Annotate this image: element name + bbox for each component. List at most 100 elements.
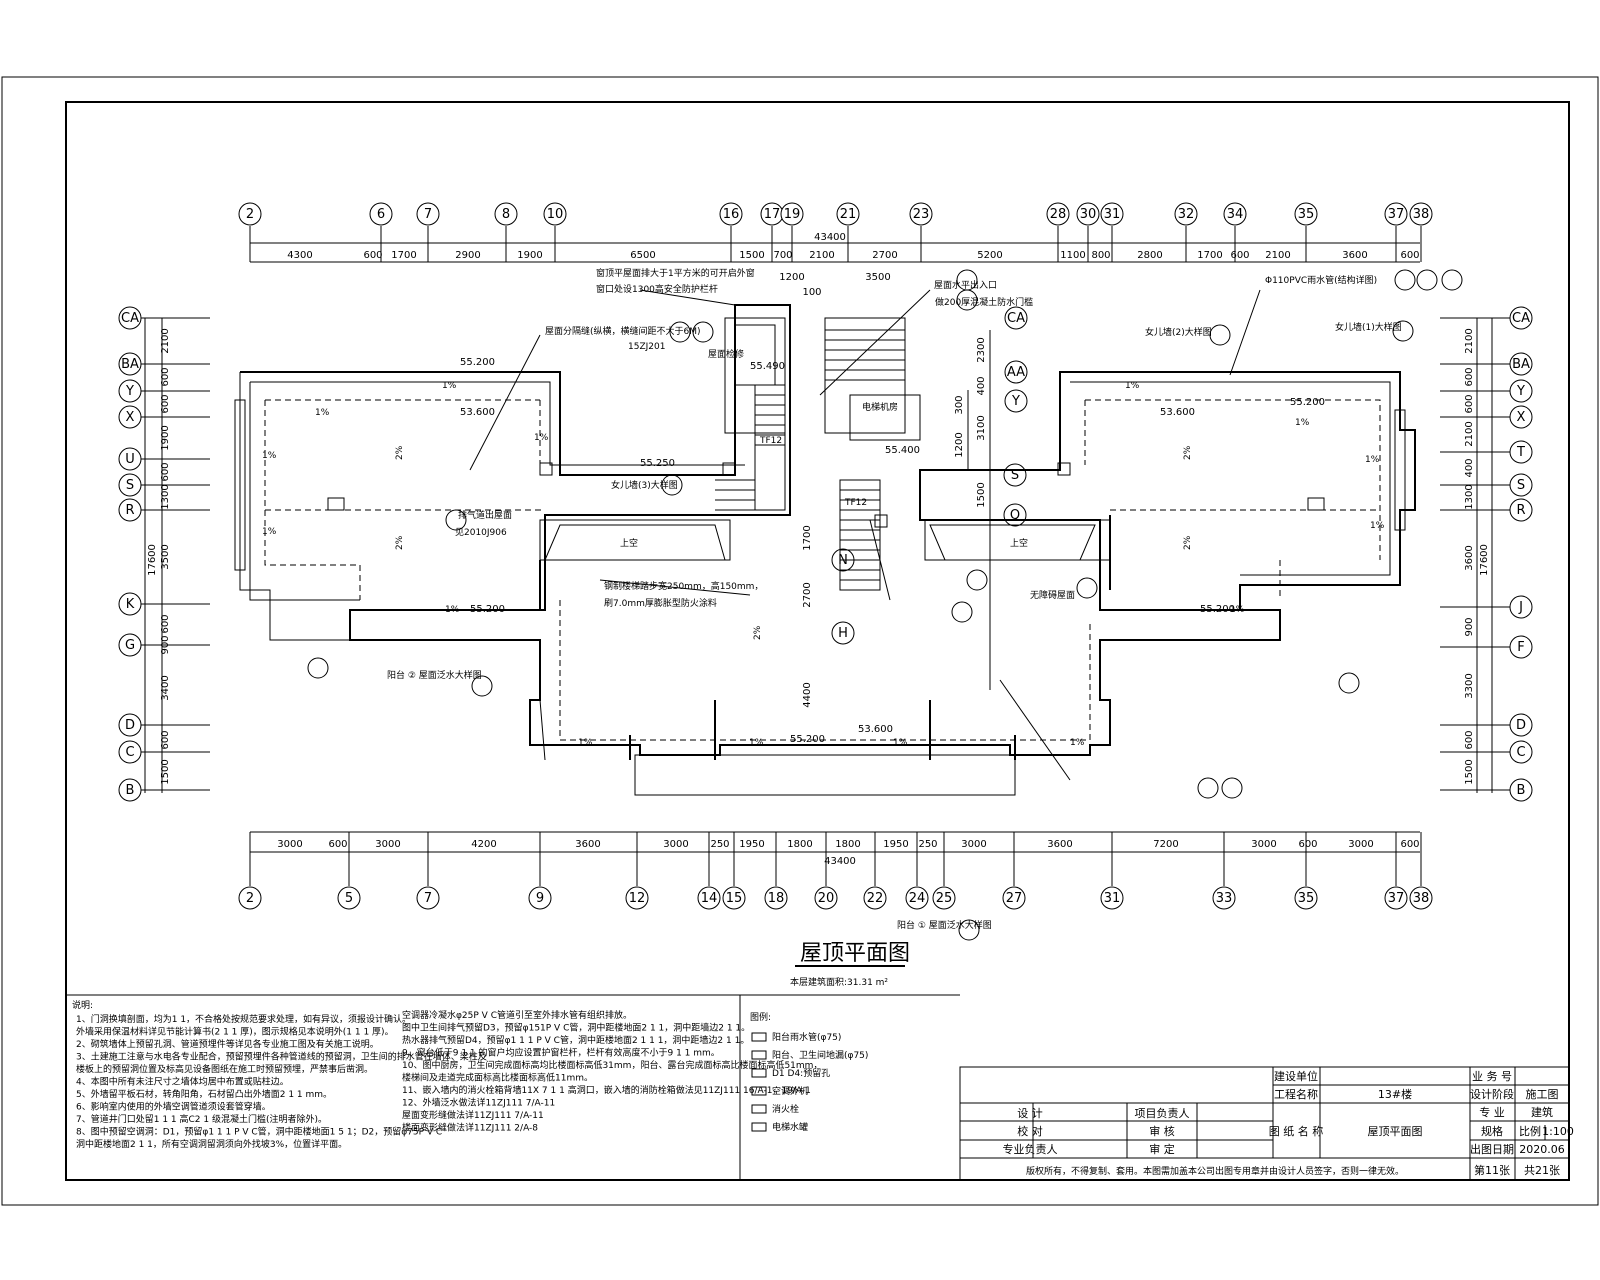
dim-bottom-2: 3000 xyxy=(375,839,400,850)
leader-line-0 xyxy=(469,334,541,471)
note-col2-3: 9、窗台低于9 1 1 的窗户均应设置护窗栏杆，栏杆有效高度不小于9 1 1 m… xyxy=(402,1047,720,1059)
dim-top-12: 800 xyxy=(1091,250,1110,261)
axis-bottom-33-label: 33 xyxy=(1216,891,1233,906)
annotation-1: 15ZJ201 xyxy=(628,342,665,352)
legend-swatch-0 xyxy=(751,1032,767,1042)
axis-bottom-5: 5 xyxy=(337,886,361,910)
axis-top-2-label: 2 xyxy=(246,207,254,222)
outer-frame xyxy=(1,76,1599,1206)
axis-mid-Y: Y xyxy=(1004,389,1028,413)
axis-bottom-12: 12 xyxy=(625,886,649,910)
axis-top-35-label: 35 xyxy=(1298,207,1315,222)
tb-proj-lead-label: 项目负责人 xyxy=(1135,1106,1190,1120)
axis-right-S-label: S xyxy=(1517,478,1525,493)
axis-right-X-label: X xyxy=(1517,410,1526,425)
elevation-5: 55.200 xyxy=(1290,397,1325,408)
axis-top-17: 17 xyxy=(760,202,784,226)
elevation-6: 55.200 xyxy=(1200,604,1235,615)
tb-copyright: 版权所有，不得复制、套用。本图需加盖本公司出图专用章并由设计人员签字，否则一律无… xyxy=(1026,1165,1404,1177)
axis-left-G-label: G xyxy=(125,638,135,653)
axis-top-21-label: 21 xyxy=(840,207,857,222)
dim-left-9: 3400 xyxy=(160,675,171,700)
axis-bottom-15-label: 15 xyxy=(726,891,743,906)
slope-11: 1% xyxy=(1365,455,1380,465)
elevation-labels: 55.20053.60055.25055.20053.60055.20055.2… xyxy=(460,357,1325,745)
annotation-18: 无障碍屋面 xyxy=(1030,589,1075,601)
axis-mid-AA: AA xyxy=(1004,360,1028,384)
annotation-0: 屋面分隔缝(纵横，横缝间距不大于6M) xyxy=(545,325,701,337)
axis-right-CA: CA xyxy=(1509,306,1533,330)
tb-date-label: 出图日期 xyxy=(1470,1142,1514,1156)
axis-left-R-label: R xyxy=(125,503,134,518)
axis-right-R-label: R xyxy=(1516,503,1525,518)
axis-top-10: 10 xyxy=(543,202,567,226)
axis-bottom-12-label: 12 xyxy=(629,891,646,906)
axis-bottom-22: 22 xyxy=(863,886,887,910)
slope-5: 1% xyxy=(1230,605,1245,615)
dim-top-1: 600 xyxy=(363,250,382,261)
leader-line-2 xyxy=(819,289,931,396)
dim-left-7: 600 xyxy=(160,614,171,633)
tb-sheet-value: 第11张 xyxy=(1474,1163,1510,1177)
dim-left-6: 3500 xyxy=(160,544,171,569)
dim-mid-8: 4400 xyxy=(802,682,813,707)
tb-drawing-value: 屋顶平面图 xyxy=(1368,1125,1423,1138)
legend-heading: 图例: xyxy=(750,1011,771,1023)
axis-bottom-31-label: 31 xyxy=(1104,891,1121,906)
axis-left-X: X xyxy=(118,405,142,429)
tb-prof-lead-label: 专业负责人 xyxy=(1003,1142,1058,1156)
dim-right-10: 1500 xyxy=(1464,759,1475,784)
drawing-title: 屋顶平面图 xyxy=(800,941,910,966)
axis-left-D: D xyxy=(118,713,142,737)
annotation-9: 阳台 ② 屋面泛水大样图 xyxy=(387,669,482,681)
axis-bottom-5-label: 5 xyxy=(345,891,353,906)
annotation-17: 电梯机房 xyxy=(862,401,898,413)
axis-top-8: 8 xyxy=(494,202,518,226)
inner-frame xyxy=(65,101,1570,1181)
tb-review-label: 审 核 xyxy=(1149,1124,1175,1138)
tb-check-label: 校 对 xyxy=(1017,1124,1043,1138)
axis-bottom-14-label: 14 xyxy=(701,891,718,906)
axis-bottom-35: 35 xyxy=(1294,886,1318,910)
dim-left-2: 600 xyxy=(160,394,171,413)
tb-job-no-label: 业 务 号 xyxy=(1472,1070,1512,1083)
axis-top-23: 23 xyxy=(909,202,933,226)
axis-left-X-label: X xyxy=(126,410,135,425)
tb-approve-label: 审 定 xyxy=(1149,1142,1175,1156)
note-col1-6: 5、外墙留平板石材，转角阳角，石材留凸出外墙面2 1 1 mm。 xyxy=(76,1088,332,1100)
stair-label-1: TF12 xyxy=(759,436,782,446)
note-col1-7: 6、影响室内使用的外墙空调管道须设套管穿墙。 xyxy=(76,1101,271,1113)
annotation-2: 女儿墙(3)大样图 xyxy=(611,479,678,491)
axis-right-S: S xyxy=(1509,473,1533,497)
dim-bottom-4: 3600 xyxy=(575,839,600,850)
axis-bottom-31: 31 xyxy=(1100,886,1124,910)
note-col1-2: 2、砌筑墙体上预留孔洞、管道预埋件等详见各专业施工图及有关施工说明。 xyxy=(76,1038,379,1050)
note-col1-9: 8、图中预留空调洞：D1，预留φ1 1 1 P V C管，洞中距楼地面1 5 1… xyxy=(76,1126,442,1138)
dim-right-7: 900 xyxy=(1464,617,1475,636)
axis-top-38-label: 38 xyxy=(1413,207,1430,222)
legend-swatch-5 xyxy=(751,1122,767,1132)
legend-item-5: 电梯水罐 xyxy=(772,1121,808,1133)
overall-width-bottom: 43400 xyxy=(824,856,856,867)
axis-right-B: B xyxy=(1509,778,1533,802)
dim-right-1: 600 xyxy=(1464,367,1475,386)
axis-bottom-14: 14 xyxy=(697,886,721,910)
axis-right-T-label: T xyxy=(1516,445,1525,460)
dim-top-18: 600 xyxy=(1400,250,1419,261)
axis-right-C-label: C xyxy=(1516,745,1525,760)
elevation-0: 55.200 xyxy=(460,357,495,368)
notes-column-1: 1、门洞换填剖面，均为1 1，不合格处按规范要求处理，如有异议，须报设计确认。外… xyxy=(76,1013,487,1150)
axis-bottom-15: 15 xyxy=(722,886,746,910)
axis-left-U: U xyxy=(118,447,142,471)
slope2-3: 2% xyxy=(1183,535,1193,550)
axis-bottom-22-label: 22 xyxy=(867,891,884,906)
dim-mid-4: 300 xyxy=(954,395,965,414)
dim-top-14: 1700 xyxy=(1197,250,1222,261)
tb-size-label: 规格 xyxy=(1481,1124,1503,1138)
axis-left-B: B xyxy=(118,778,142,802)
